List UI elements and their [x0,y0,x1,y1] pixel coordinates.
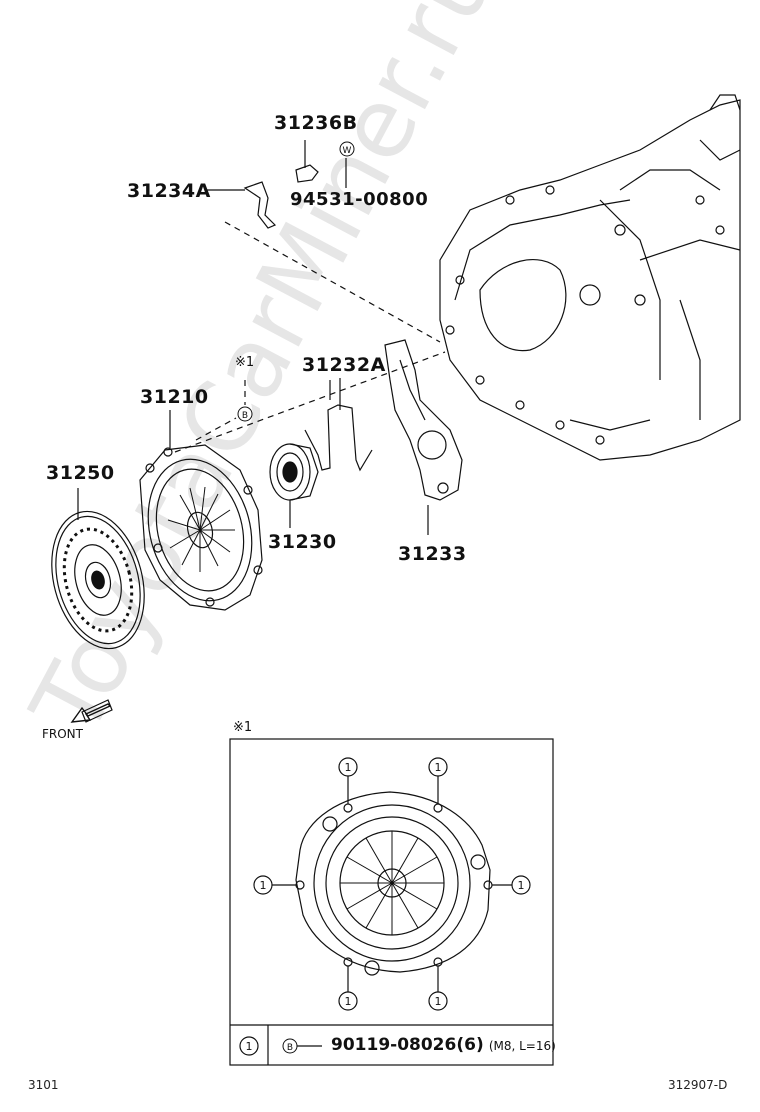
transmission-housing [439,94,741,461]
inset-leaders [272,776,512,992]
legend-quantity: (6) [456,1035,484,1055]
note1-inset-mark: ※1 [233,720,253,735]
release-fork [384,339,463,535]
part-31210-label: 31210 [140,386,209,408]
front-label: FRONT [42,727,83,741]
bolt-callouts [237,141,531,1056]
inset-box [229,738,554,1066]
callout-number: 1 [345,761,352,774]
part-31234A-label: 31234A [127,180,211,202]
bolt-callout-numbers: 1 1 1 1 1 1 1 W B B [242,146,525,1053]
part-31232A-label: 31232A [302,354,386,376]
boot-bracket [205,181,277,229]
clip-pin [295,140,347,188]
part-31233-label: 31233 [398,543,467,565]
clutch-cover [139,444,263,611]
fork-spring [304,380,373,472]
legend-item-number: 1 [246,1040,253,1053]
assembly-lines [174,221,446,453]
part-94531-label: 94531-00800 [290,189,429,210]
callout-number: 1 [435,761,442,774]
footer-diagram-code: 312907-D [668,1078,728,1092]
legend-b-symbol: B [287,1043,293,1053]
part-31230-label: 31230 [268,531,337,553]
b-symbol: B [242,411,248,421]
release-bearing [269,443,319,528]
callout-number: 1 [435,995,442,1008]
clutch-disc [51,510,145,650]
legend-spec: (M8, L=16) [488,1039,556,1053]
inset-clutch-cover [295,791,493,976]
w-symbol: W [343,146,352,156]
callout-number: 1 [260,879,267,892]
front-arrow-icon [70,699,113,723]
footer-page-number: 3101 [28,1078,59,1092]
legend-part-number: 90119-08026 [331,1035,457,1055]
part-31250-label: 31250 [46,462,115,484]
callout-number: 1 [345,995,352,1008]
leader-lines [77,378,341,520]
callout-number: 1 [518,879,525,892]
note1-mark: ※1 [235,355,255,370]
part-31236B-label: 31236B [274,112,358,134]
